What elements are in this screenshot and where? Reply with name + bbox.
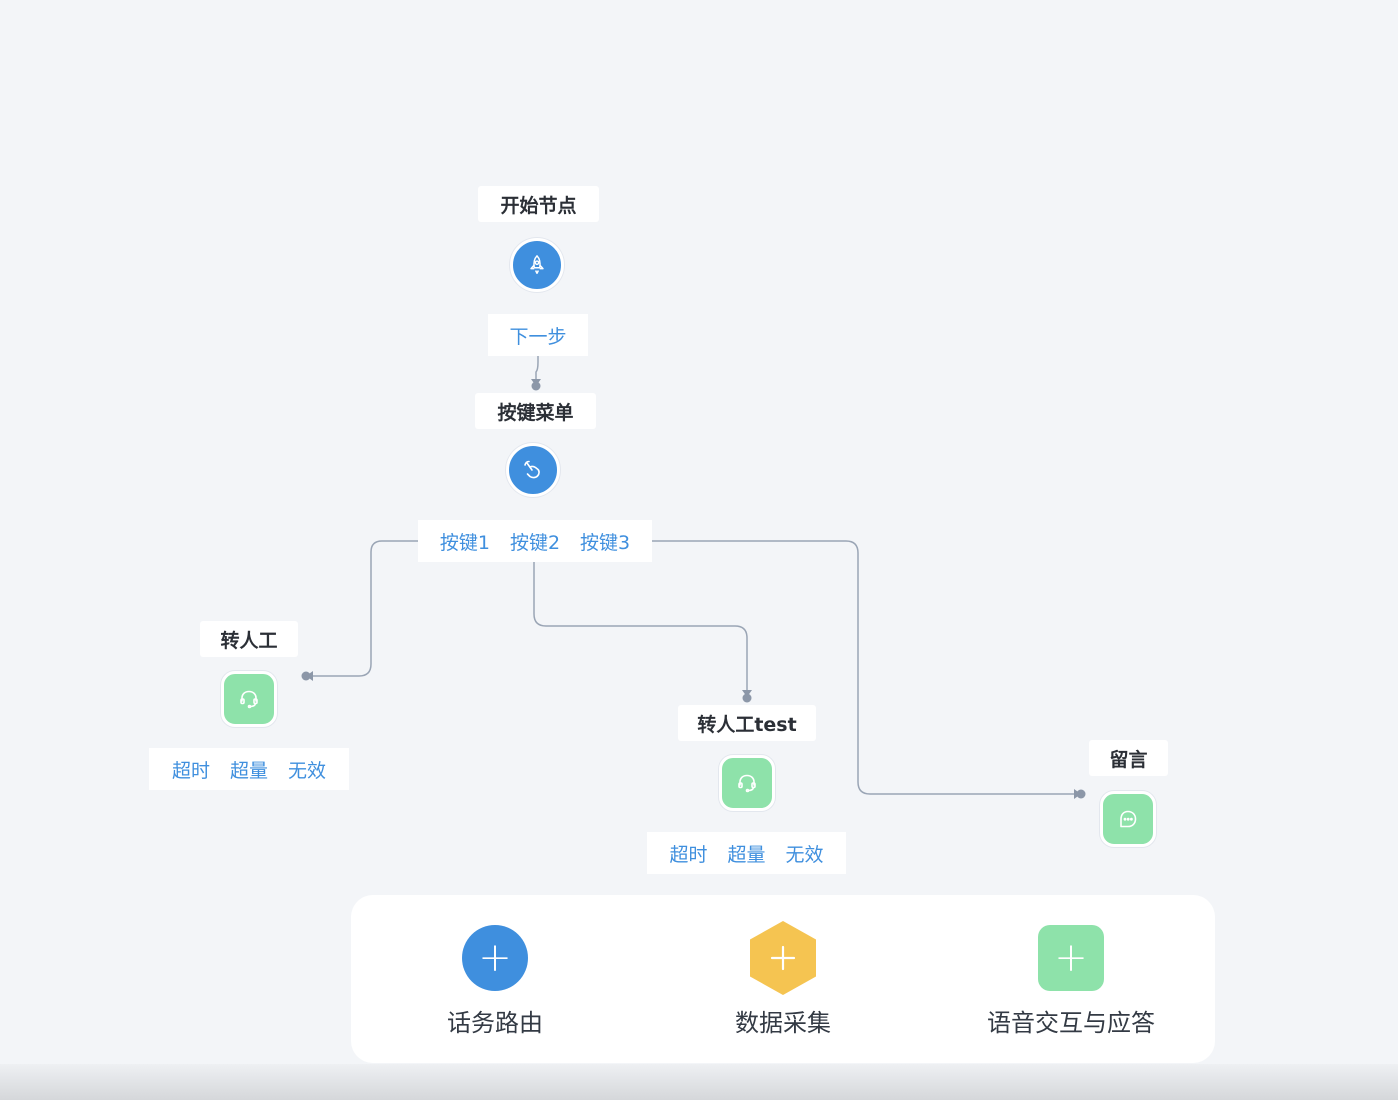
edge-key2-to-agent2 (533, 552, 748, 697)
start-node-title-text: 开始节点 (500, 194, 577, 217)
port-key-1[interactable]: 按键1 (439, 531, 490, 554)
start-node-title[interactable]: 开始节点 (478, 186, 599, 222)
add-data-collection-button[interactable]: 数据采集 (663, 921, 903, 1045)
headset-icon (240, 690, 258, 709)
bottom-shadow (0, 1064, 1398, 1100)
agent-node-2-ports: 超时 超量 无效 (647, 832, 846, 874)
port-overload[interactable]: 超量 (727, 843, 766, 866)
agent-node-1[interactable] (221, 671, 277, 727)
port-timeout[interactable]: 超时 (171, 759, 210, 782)
start-node-ports: 下一步 (488, 314, 588, 356)
agent-node-2-title[interactable]: 转人工test (678, 705, 816, 741)
port-invalid[interactable]: 无效 (785, 843, 824, 866)
add-voice-interaction-button[interactable]: + 语音交互与应答 (951, 925, 1191, 1045)
tool-label: 话务路由 (447, 1009, 543, 1037)
message-node-title[interactable]: 留言 (1089, 740, 1168, 776)
node-toolbar: + 话务路由 数据采集 + 语音交互与应答 (351, 895, 1215, 1063)
agent-node-2[interactable] (719, 755, 775, 811)
message-node[interactable] (1100, 791, 1156, 847)
port-dot (531, 381, 541, 391)
port-key-2[interactable]: 按键2 (509, 531, 561, 554)
agent-node-1-title[interactable]: 转人工 (200, 621, 298, 657)
port-next-step[interactable]: 下一步 (509, 325, 567, 348)
tool-label: 语音交互与应答 (987, 1009, 1155, 1037)
start-node[interactable] (510, 238, 564, 292)
menu-node[interactable] (506, 443, 560, 497)
agent-node-2-title-text: 转人工test (697, 713, 797, 736)
agent-node-1-title-text: 转人工 (220, 629, 278, 652)
port-dot (1076, 789, 1086, 799)
port-overload[interactable]: 超量 (229, 759, 268, 782)
headset-icon (738, 774, 756, 793)
tool-label: 数据采集 (735, 1009, 831, 1037)
port-invalid[interactable]: 无效 (288, 759, 327, 782)
chat-bubble-icon (1120, 810, 1137, 828)
port-dot (301, 671, 311, 681)
port-key-3[interactable]: 按键3 (580, 531, 631, 554)
port-timeout[interactable]: 超时 (669, 843, 708, 866)
message-node-title-text: 留言 (1109, 748, 1148, 771)
rocket-icon (530, 255, 544, 274)
menu-node-ports: 按键1 按键2 按键3 (418, 520, 652, 562)
menu-node-title-text: 按键菜单 (497, 401, 574, 424)
plus-icon: + (1038, 925, 1104, 991)
add-call-routing-button[interactable]: + 话务路由 (375, 925, 615, 1045)
agent-node-1-ports: 超时 超量 无效 (149, 748, 349, 790)
edge-key3-to-message (634, 540, 1080, 795)
port-dot (742, 693, 752, 703)
plus-icon: + (462, 925, 528, 991)
tap-hand-icon (524, 460, 540, 479)
plus-icon (750, 921, 816, 995)
menu-node-title[interactable]: 按键菜单 (475, 393, 596, 429)
